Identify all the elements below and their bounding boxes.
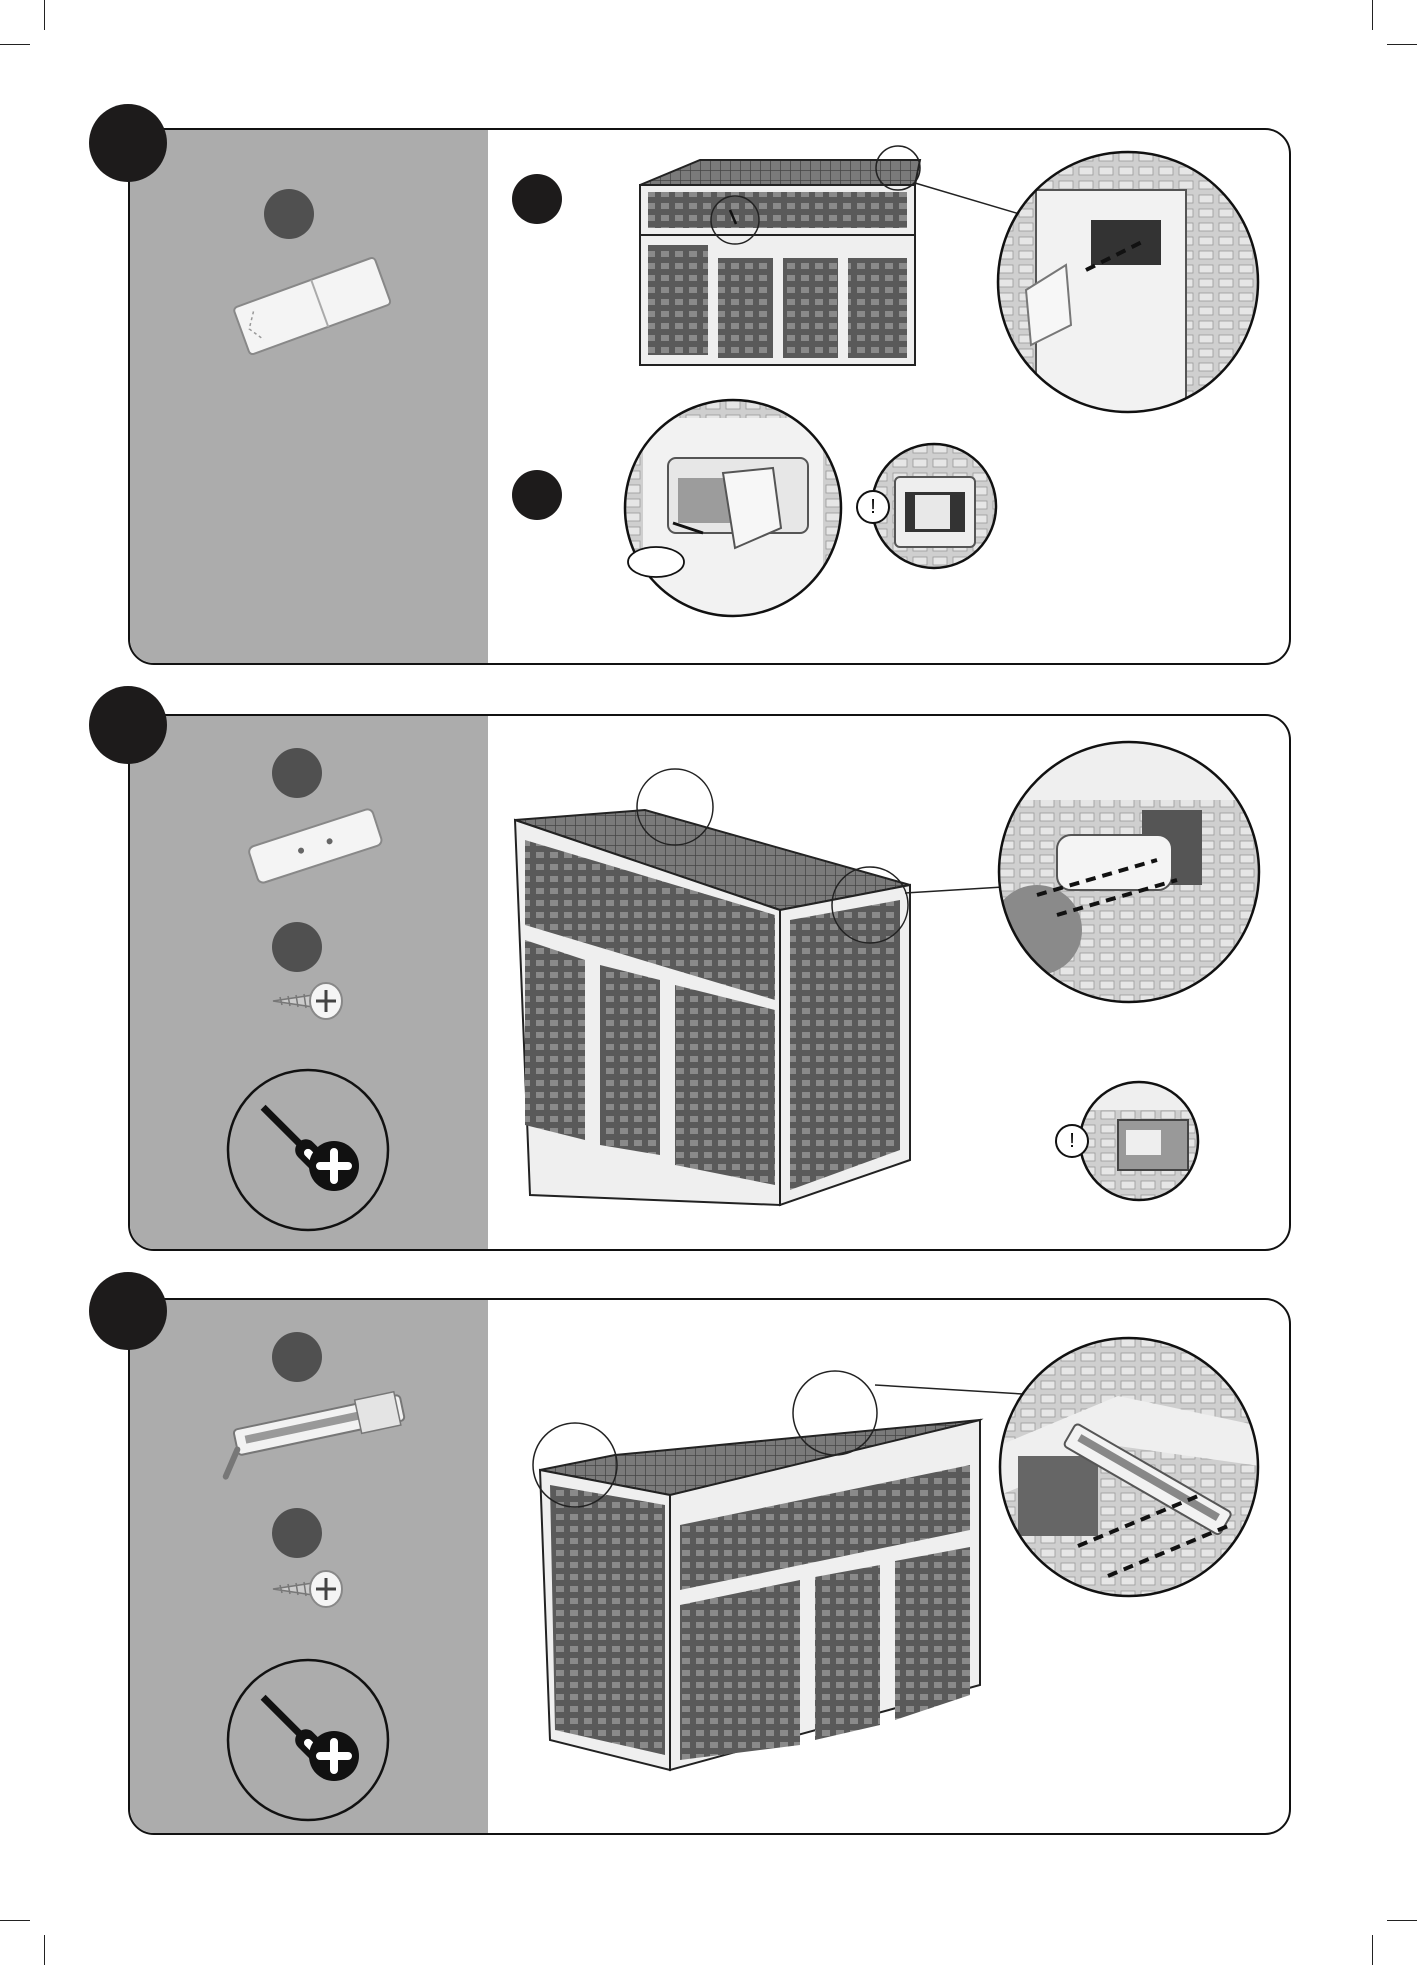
part-badge bbox=[272, 1508, 322, 1558]
crop-mark bbox=[1372, 0, 1373, 30]
callout-bubble bbox=[626, 540, 696, 580]
storage-box-illustration bbox=[525, 1355, 985, 1775]
step-1-badge bbox=[89, 104, 167, 182]
step-3-badge bbox=[89, 1272, 167, 1350]
plus-icon bbox=[308, 1730, 360, 1782]
detail-zoom-circle bbox=[623, 398, 843, 618]
check-zoom-circle bbox=[1078, 1080, 1200, 1202]
sub-step-b-badge bbox=[512, 470, 562, 520]
rail-part-icon bbox=[210, 1385, 420, 1475]
bracket-part-icon bbox=[245, 805, 385, 885]
plus-icon bbox=[308, 1140, 360, 1192]
screw-icon bbox=[268, 1563, 348, 1613]
leader-line bbox=[905, 885, 1005, 905]
storage-box-illustration bbox=[505, 765, 925, 1205]
crop-mark bbox=[0, 1920, 30, 1921]
screw-icon bbox=[268, 975, 348, 1025]
part-badge bbox=[264, 189, 314, 239]
part-badge bbox=[272, 1332, 322, 1382]
step-2-badge bbox=[89, 686, 167, 764]
crop-mark bbox=[44, 0, 45, 30]
sub-step-a-badge bbox=[512, 174, 562, 224]
part-badge bbox=[272, 922, 322, 972]
crop-mark bbox=[1372, 1935, 1373, 1965]
storage-box-illustration bbox=[630, 140, 930, 380]
detail-zoom-circle bbox=[996, 150, 1260, 414]
clip-part-icon bbox=[225, 250, 405, 360]
crop-mark bbox=[1387, 1920, 1417, 1921]
warning-icon: ! bbox=[856, 490, 890, 524]
detail-zoom-circle bbox=[997, 740, 1261, 1004]
crop-mark bbox=[0, 44, 30, 45]
warning-icon: ! bbox=[1055, 1124, 1089, 1158]
part-badge bbox=[272, 748, 322, 798]
crop-mark bbox=[44, 1935, 45, 1965]
crop-mark bbox=[1387, 44, 1417, 45]
detail-zoom-circle bbox=[998, 1336, 1260, 1598]
